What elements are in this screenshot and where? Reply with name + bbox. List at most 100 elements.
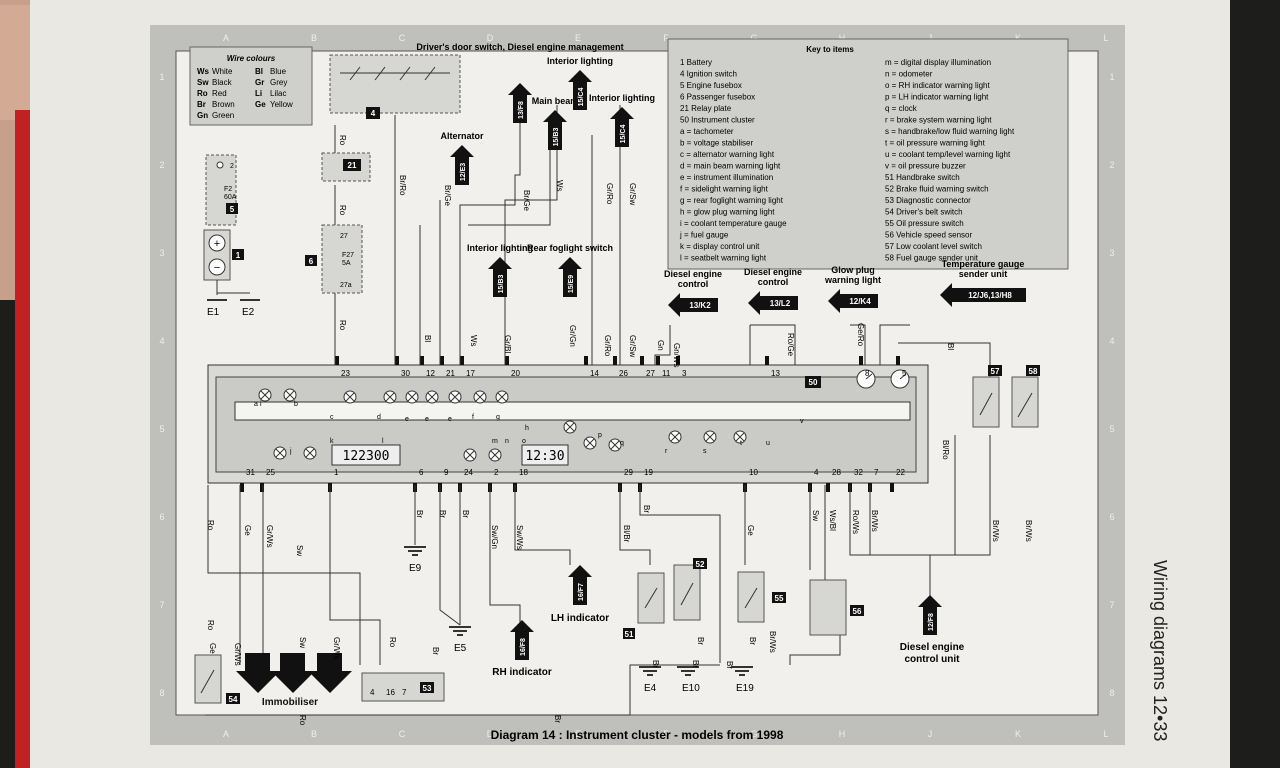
key-item: r = brake system warning light xyxy=(885,116,992,125)
key-title: Key to items xyxy=(806,45,854,54)
pin-number: 2 xyxy=(494,468,499,477)
pin-number: 30 xyxy=(401,369,410,378)
key-item: b = voltage stabiliser xyxy=(680,139,753,148)
arrow-ref: 13/L2 xyxy=(770,299,791,308)
grid-row-left: 3 xyxy=(159,248,164,258)
cluster-pin-top xyxy=(395,356,399,365)
key-item: j = fuel gauge xyxy=(679,231,729,240)
wire-label: Ws xyxy=(469,335,478,347)
cluster-pin-top xyxy=(859,356,863,365)
wire-label: Br/Ge xyxy=(522,190,531,211)
handbrake-switch-51: 51 xyxy=(623,572,665,639)
cluster-pin-top xyxy=(584,356,588,365)
grid-row-left: 5 xyxy=(159,424,164,434)
cluster-pin-top xyxy=(676,356,680,365)
key-item: k = display control unit xyxy=(680,242,760,251)
key-item: q = clock xyxy=(885,104,918,113)
pin-number: 14 xyxy=(590,369,599,378)
wire-label: Bl xyxy=(423,335,432,342)
brake-fluid-switch-52: 52 xyxy=(673,558,707,621)
key-item: u = coolant temp/level warning light xyxy=(885,150,1011,159)
lamp-letter: c xyxy=(330,414,334,421)
svg-text:+: + xyxy=(214,238,220,250)
pin-number: 31 xyxy=(246,468,255,477)
lamp-letter: d xyxy=(377,414,381,421)
grid-col-bottom: J xyxy=(928,729,933,739)
arrow-ref: 15/C4 xyxy=(578,88,585,107)
arrow-ref: 13/F8 xyxy=(518,101,525,119)
pin-number: 20 xyxy=(511,369,520,378)
pin-number: 32 xyxy=(854,468,863,477)
lamp-letter: e xyxy=(448,416,452,423)
wire-colour-code: Li xyxy=(255,89,262,98)
pin-number: 12 xyxy=(426,369,435,378)
grid-row-left: 7 xyxy=(159,600,164,610)
arrow-label: Rear foglight switch xyxy=(527,243,613,253)
svg-text:1: 1 xyxy=(236,251,241,260)
cluster-pin-top xyxy=(896,356,900,365)
grid-row-left: 1 xyxy=(159,72,164,82)
cluster-pin-top xyxy=(460,356,464,365)
grid-row-left: 2 xyxy=(159,160,164,170)
arrow-label: Interior lighting xyxy=(589,93,655,103)
pin-number: 18 xyxy=(519,468,528,477)
wire-label: Br xyxy=(642,505,651,513)
connector-pin: 16 xyxy=(386,688,395,697)
svg-text:6: 6 xyxy=(309,257,314,266)
arrow-label: Interior lighting xyxy=(467,243,533,253)
fuel-gauge-sender-58: 58 xyxy=(1011,365,1040,428)
wire-label: Sw xyxy=(811,510,820,521)
svg-text:27a: 27a xyxy=(340,282,352,289)
svg-text:Immobiliser: Immobiliser xyxy=(262,697,318,708)
pin-number: 29 xyxy=(624,468,633,477)
wire-label: Ws/Bl xyxy=(828,510,837,531)
svg-text:E2: E2 xyxy=(242,307,255,318)
key-item: 6 Passenger fusebox xyxy=(680,93,755,102)
grid-col-top: C xyxy=(399,33,406,43)
pin-number: 25 xyxy=(266,468,275,477)
svg-text:E1: E1 xyxy=(207,307,220,318)
wire-colour-name: Lilac xyxy=(270,89,286,98)
wire-colour-name: Black xyxy=(212,78,233,87)
key-item: 54 Driver's belt switch xyxy=(885,208,963,217)
lamp-letter: n xyxy=(505,438,509,445)
grid-col-top: K xyxy=(1015,33,1021,43)
wire-label: Ro/Ge xyxy=(786,333,795,357)
wire-colour-name: Brown xyxy=(212,100,235,109)
pin-number: 6 xyxy=(419,468,424,477)
pin-number: 13 xyxy=(771,369,780,378)
grid-col-bottom: F xyxy=(663,729,669,739)
wire-label: Ro xyxy=(338,135,347,146)
lamp-letter: e xyxy=(425,416,429,423)
key-item: 51 Handbrake switch xyxy=(885,173,960,182)
key-item: 58 Fuel gauge sender unit xyxy=(885,254,979,263)
wire-label: Br/Ws xyxy=(1024,520,1033,542)
grid-row-right: 8 xyxy=(1109,688,1114,698)
wire-colour-code: Bl xyxy=(255,67,263,76)
earth-label: E5 xyxy=(454,643,467,654)
key-item: p = LH indicator warning light xyxy=(885,93,989,102)
arrow-ref: 12/K4 xyxy=(849,297,871,306)
wire-label: Br xyxy=(725,661,734,669)
grid-col-bottom: A xyxy=(223,729,229,739)
pin-number: 21 xyxy=(446,369,455,378)
wire-label: Br xyxy=(748,637,757,645)
svg-text:5A: 5A xyxy=(342,260,351,267)
arrow-label: Diesel engine xyxy=(744,267,802,277)
wire-colour-name: Yellow xyxy=(270,100,293,109)
oil-pressure-switch-55: 55 xyxy=(737,571,786,623)
svg-text:F2: F2 xyxy=(224,186,232,193)
lamp-letter: l xyxy=(382,438,384,445)
wire-colour-name: Grey xyxy=(270,78,287,87)
wire-colour-code: Br xyxy=(197,100,206,109)
lamp-letter: s xyxy=(703,448,707,455)
pin-number: 4 xyxy=(814,468,819,477)
grid-col-top: G xyxy=(750,33,757,43)
arrow-ref: 13/K2 xyxy=(689,301,711,310)
cluster-pin-bottom xyxy=(240,483,244,492)
